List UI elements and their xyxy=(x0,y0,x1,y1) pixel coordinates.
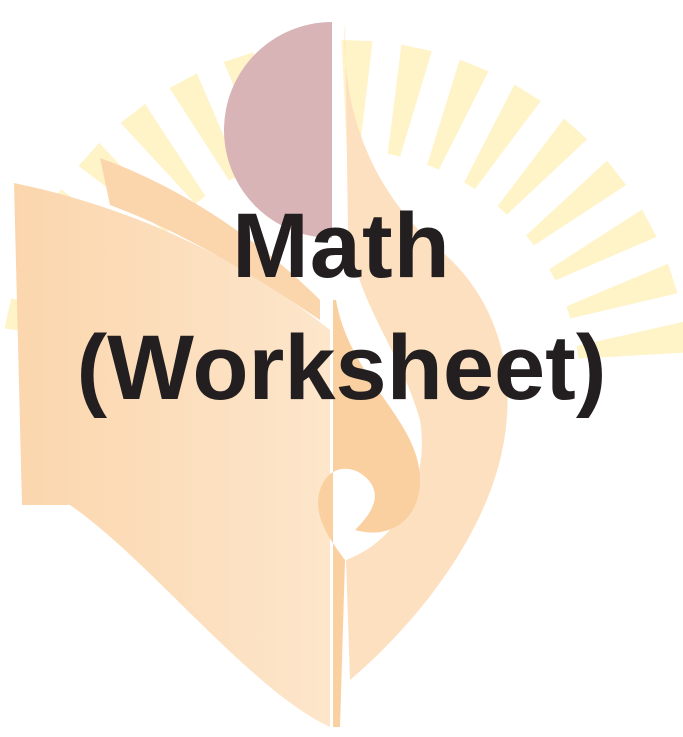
book-right-flame xyxy=(344,22,508,680)
sunburst-ray xyxy=(576,321,683,359)
sunburst-ray xyxy=(427,59,489,170)
half-circle-shape xyxy=(224,22,332,238)
sunburst-ray xyxy=(566,263,678,319)
sunburst-ray xyxy=(169,73,241,181)
sunburst-ray xyxy=(387,44,432,157)
sunburst-ray xyxy=(549,209,657,281)
book-left-page xyxy=(14,183,330,727)
worksheet-title-line-2: (Worksheet) xyxy=(76,317,607,419)
sunburst-ray xyxy=(526,160,627,246)
pen-nib-shape xyxy=(318,300,420,727)
sunburst-ray xyxy=(120,103,206,204)
sunburst-rays xyxy=(4,40,683,359)
book-left-page-curl xyxy=(100,158,320,320)
sunburst-ray xyxy=(464,84,541,190)
worksheet-title-line-1: Math xyxy=(232,195,451,297)
sunburst-ray xyxy=(497,118,588,215)
